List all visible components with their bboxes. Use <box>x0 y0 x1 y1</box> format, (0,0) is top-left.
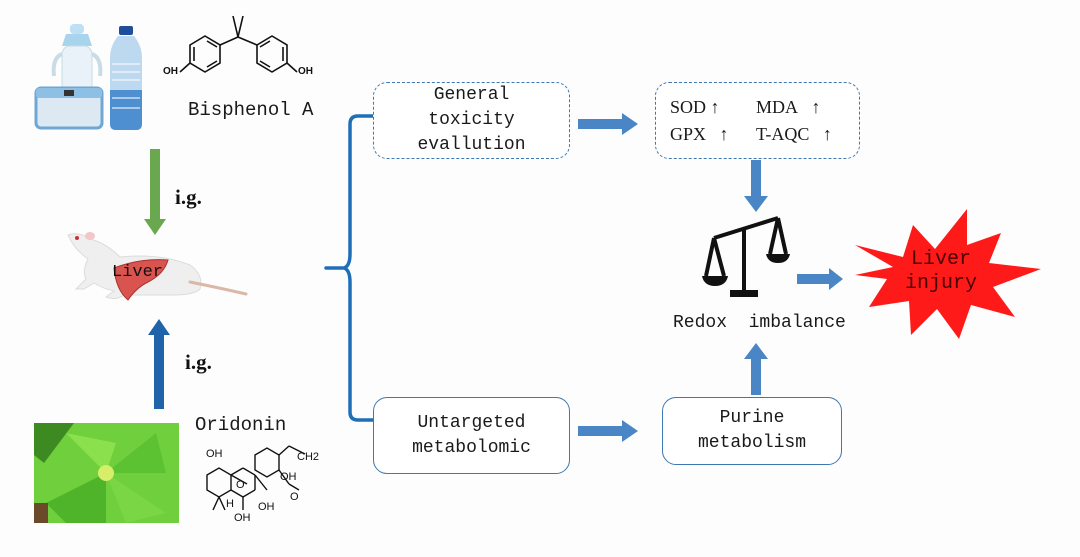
oridonin-oh-3: OH <box>258 501 275 513</box>
untargeted-line-2: metabolomic <box>412 437 531 458</box>
general-toxicity-box: General toxicity evallution <box>373 82 570 159</box>
route-label-bottom: i.g. <box>185 350 212 374</box>
oridonin-oh-2: OH <box>280 471 297 483</box>
arrow-down-green <box>144 149 166 235</box>
curly-bracket <box>324 114 374 422</box>
oridonin-ch2: CH2 <box>297 451 320 463</box>
purine-line-2: metabolism <box>697 433 807 453</box>
arrow-up-blue <box>148 319 170 409</box>
biomarker-gpx: GPX ↑ <box>670 123 729 144</box>
biomarker-taqc: T-AQC ↑ <box>756 123 832 144</box>
rat-icon <box>67 232 248 301</box>
general-toxicity-line-3: evallution <box>417 135 526 155</box>
plant-leaves-icon <box>34 423 179 523</box>
arrow-right-2 <box>578 420 638 442</box>
bpa-oh-right: OH <box>298 66 313 77</box>
liver-injury-starburst <box>855 209 1041 339</box>
plastic-containers-icon <box>34 24 142 130</box>
bisphenol-a-structure <box>179 15 298 73</box>
food-box-icon <box>34 86 104 130</box>
purine-metabolism-box: Purine metabolism <box>662 397 842 465</box>
arrow-right-1 <box>578 113 638 135</box>
general-toxicity-line-1: General <box>433 85 510 105</box>
purine-line-1: Purine <box>719 408 785 428</box>
biomarker-sod: SOD ↑ <box>670 96 720 117</box>
water-bottle-icon <box>110 26 142 130</box>
biomarkers-box: SOD ↑ MDA ↑ GPX ↑ T-AQC ↑ <box>655 82 860 159</box>
liver-label: Liver <box>112 263 164 282</box>
bpa-label: Bisphenol A <box>188 99 314 121</box>
biomarker-mda: MDA ↑ <box>756 96 821 117</box>
oridonin-label: Oridonin <box>195 414 287 436</box>
bpa-oh-left: OH <box>163 66 178 77</box>
route-label-top: i.g. <box>175 185 202 209</box>
oridonin-oh-4: OH <box>234 512 251 524</box>
liver-injury-label: Liver injury <box>905 248 978 295</box>
arrow-up-from-purine <box>744 343 768 395</box>
liver-organ-icon <box>113 259 169 301</box>
arrow-right-to-injury <box>797 268 843 290</box>
oridonin-o-ring: O <box>236 479 245 491</box>
oridonin-h: H <box>226 498 234 510</box>
oridonin-o-ketone: O <box>290 491 299 503</box>
oridonin-oh-1: OH <box>206 448 223 460</box>
untargeted-metabolomic-box: Untargeted metabolomic <box>373 397 570 474</box>
arrow-down-to-scale <box>744 160 768 212</box>
untargeted-line-1: Untargeted <box>417 412 526 433</box>
oridonin-structure <box>206 445 306 511</box>
balance-scale-icon <box>702 216 790 297</box>
redox-imbalance-label: Redox imbalance <box>673 313 846 333</box>
general-toxicity-line-2: toxicity <box>428 110 515 130</box>
